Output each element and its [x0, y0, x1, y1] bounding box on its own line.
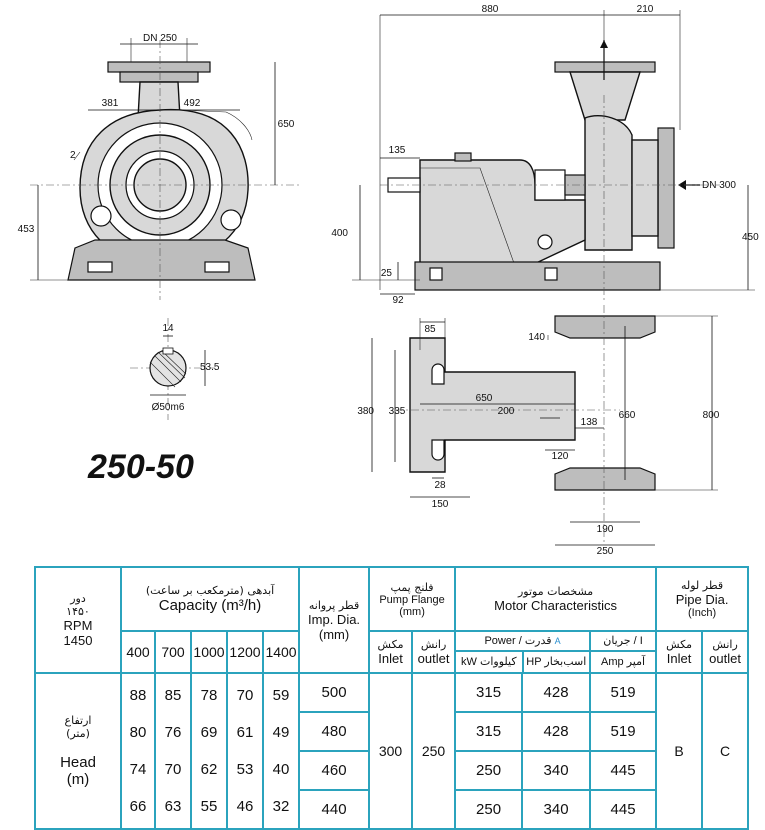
capacity-2: 1000	[190, 630, 228, 674]
front-view: DN 250 381 492 650 453 2	[18, 33, 300, 300]
capacity-3: 1200	[226, 630, 264, 674]
imp-dia-col: 500 480 460 440	[298, 672, 371, 830]
motor-header: مشخصات موتور Motor Characteristics	[454, 566, 658, 632]
dim-450: 450	[742, 232, 759, 243]
dim-400: 400	[331, 228, 348, 239]
dim-210: 210	[637, 4, 654, 15]
flange-outlet-header: رانش outlet	[411, 630, 457, 674]
head-header: ارتفاع (متر) Head (m)	[34, 672, 122, 830]
rotation-mark: 2	[70, 150, 76, 161]
dim-250: 250	[597, 546, 614, 557]
dim-shaft-h: 53.5	[200, 362, 220, 373]
dim-650: 650	[278, 119, 295, 130]
dim-335: 335	[389, 406, 406, 417]
dim-800: 800	[703, 410, 720, 421]
dim-dn-inlet: DN 300	[702, 180, 736, 191]
dim-shaft-d: Ø50m6	[152, 402, 185, 413]
dim-660: 660	[619, 410, 636, 421]
dim-190: 190	[597, 524, 614, 535]
dim-shaft-key: 14	[162, 323, 174, 334]
capacity-0: 400	[120, 630, 156, 674]
hp-col: 428 428 340 340	[521, 672, 592, 830]
dim-138: 138	[581, 417, 598, 428]
model-title: 250-50	[88, 448, 194, 486]
pipe-outlet-value: C	[701, 672, 750, 830]
side-view: 880 210 DN 300 135 400	[331, 4, 759, 306]
pipe-dia-header: قطر لوله Pipe Dia. (Inch)	[655, 566, 750, 632]
capacity-4: 1400	[261, 630, 301, 674]
baseplate-plan: 85 380 335 650 200 138 120 28 150 140 66…	[357, 305, 720, 557]
imp-dia-header: قطر پروانه Imp. Dia. (mm)	[298, 566, 371, 674]
flange-inlet-value: 300	[368, 672, 414, 830]
dim-28: 28	[434, 480, 446, 491]
dim-85: 85	[424, 324, 436, 335]
head-col-3: 70 61 53 46	[226, 672, 264, 830]
dim-492: 492	[184, 98, 201, 109]
dim-25: 25	[381, 268, 393, 279]
flange-outlet-value: 250	[411, 672, 457, 830]
power-header: Power / قدرت A kW کیلووات HP اسب‌بخار	[454, 630, 592, 674]
dim-120: 120	[552, 451, 569, 462]
flange-inlet-header: مکش Inlet	[368, 630, 414, 674]
pipe-outlet-header: رانش outlet	[701, 630, 750, 674]
dim-150: 150	[432, 499, 449, 510]
power-label-row: Power / قدرت A	[457, 633, 589, 652]
shaft-section: 14 53.5 Ø50m6	[130, 318, 220, 420]
dim-650-b: 650	[476, 393, 493, 404]
dim-381: 381	[102, 98, 119, 109]
kw-col: 315 315 250 250	[454, 672, 524, 830]
dim-880: 880	[482, 4, 499, 15]
amp-col: 519 519 445 445	[589, 672, 658, 830]
head-col-0: 88 80 74 66	[120, 672, 156, 830]
dim-dn-outlet: DN 250	[143, 33, 177, 44]
head-col-4: 59 49 40 32	[261, 672, 301, 830]
head-col-2: 78 69 62 55	[190, 672, 228, 830]
current-header: جریان / I Amp آمپر	[589, 630, 658, 674]
pipe-inlet-header: مکش Inlet	[655, 630, 704, 674]
pipe-inlet-value: B	[655, 672, 704, 830]
head-col-1: 85 76 70 63	[154, 672, 192, 830]
dim-135: 135	[389, 145, 406, 156]
capacity-header: آبدهی (مترمکعب بر ساعت) Capacity (m³/h)	[119, 566, 301, 632]
performance-table: دور ۱۴۵۰ RPM 1450 آبدهی (مترمکعب بر ساعت…	[34, 566, 750, 830]
dim-380: 380	[357, 406, 374, 417]
dim-92: 92	[392, 295, 404, 306]
capacity-1: 700	[154, 630, 192, 674]
dim-140: 140	[528, 332, 545, 343]
dim-200: 200	[498, 406, 515, 417]
pump-technical-drawing: DN 250 381 492 650 453 2 14 53.5 Ø50m6 8…	[18, 4, 759, 557]
pump-flange-header: فلنج پمپ Pump Flange (mm)	[368, 566, 457, 632]
dim-453: 453	[18, 224, 35, 235]
rpm-header: دور ۱۴۵۰ RPM 1450	[34, 566, 122, 674]
